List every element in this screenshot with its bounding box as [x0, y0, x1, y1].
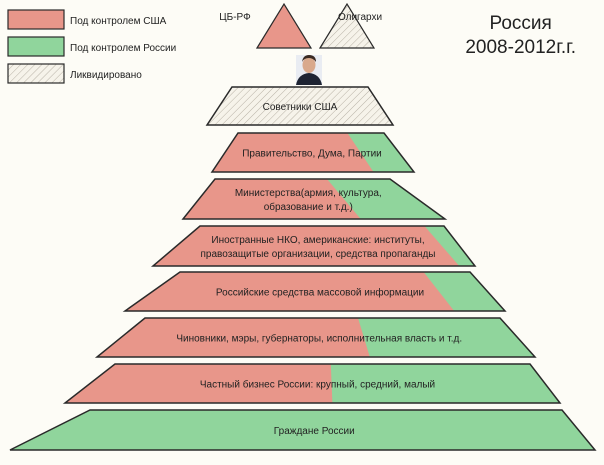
triangle-central-bank: [255, 2, 313, 49]
layer-outline: [205, 86, 395, 126]
layer-outline: [150, 225, 477, 267]
pyramid-layer: Российские средства массовой информации: [122, 271, 507, 312]
triangle-label: Олигархи: [338, 12, 382, 23]
pyramid-layer: Правительство, Дума, Партии: [210, 132, 416, 173]
layer-label: Советники США: [263, 102, 338, 113]
title-country: Россия: [489, 13, 552, 34]
legend-swatch-russia: [7, 36, 65, 57]
layer-label: правозащитые организации, средства пропа…: [201, 249, 436, 260]
legend-label-russia: Под контролем России: [70, 43, 177, 54]
layer-us-area: [65, 364, 333, 403]
layer-label: Правительство, Дума, Партии: [242, 149, 382, 160]
legend-swatch-liquidated: [7, 63, 65, 84]
triangle-label: ЦБ-РФ: [219, 12, 251, 23]
layer-us-area: [97, 318, 370, 357]
page-title: Россия 2008-2012г.г.: [465, 12, 576, 60]
layer-us-area: [212, 133, 374, 172]
triangle-oligarchs: [318, 2, 376, 49]
portrait-suit: [296, 73, 322, 85]
layer-label: Граждане России: [274, 426, 355, 437]
layer-us-area: [153, 226, 460, 266]
legend-label-liquidated: Ликвидировано: [70, 70, 142, 81]
layer-liquidated-area: [207, 87, 393, 125]
pyramid-layer: Советники США: [205, 86, 395, 126]
portrait-face: [302, 57, 316, 73]
person-portrait-icon: [296, 55, 322, 85]
portrait-hair: [302, 55, 316, 62]
layer-label: образование и т.д.): [264, 201, 353, 213]
layer-outline: [9, 409, 597, 451]
layer-us-area: [125, 272, 455, 311]
title-period: 2008-2012г.г.: [465, 37, 576, 58]
layer-us-area: [183, 179, 361, 219]
layer-outline: [62, 363, 562, 404]
pyramid-layer: Иностранные НКО, американские: институты…: [150, 225, 477, 267]
layer-russia-area: [10, 410, 595, 450]
layer-label: Частный бизнес России: крупный, средний,…: [200, 379, 435, 391]
layer-label: Российские средства массовой информации: [216, 287, 424, 299]
layer-outline: [94, 317, 537, 358]
legend-swatch-us: [7, 9, 65, 30]
layer-label: Министерства(армия, культура,: [235, 188, 382, 199]
pyramid-layer: Граждане России: [9, 409, 597, 451]
pyramid-layer: Частный бизнес России: крупный, средний,…: [62, 363, 562, 404]
legend-label-us: Под контролем США: [70, 16, 167, 27]
layer-outline: [181, 178, 448, 220]
layer-outline: [210, 132, 416, 173]
layer-label: Иностранные НКО, американские: институты…: [211, 235, 424, 246]
pyramid-layer: Чиновники, мэры, губернаторы, исполнител…: [94, 317, 537, 358]
layer-outline: [122, 271, 507, 312]
pyramid-layer: Министерства(армия, культура, образование…: [181, 178, 448, 220]
layer-label: Чиновники, мэры, губернаторы, исполнител…: [176, 333, 462, 345]
